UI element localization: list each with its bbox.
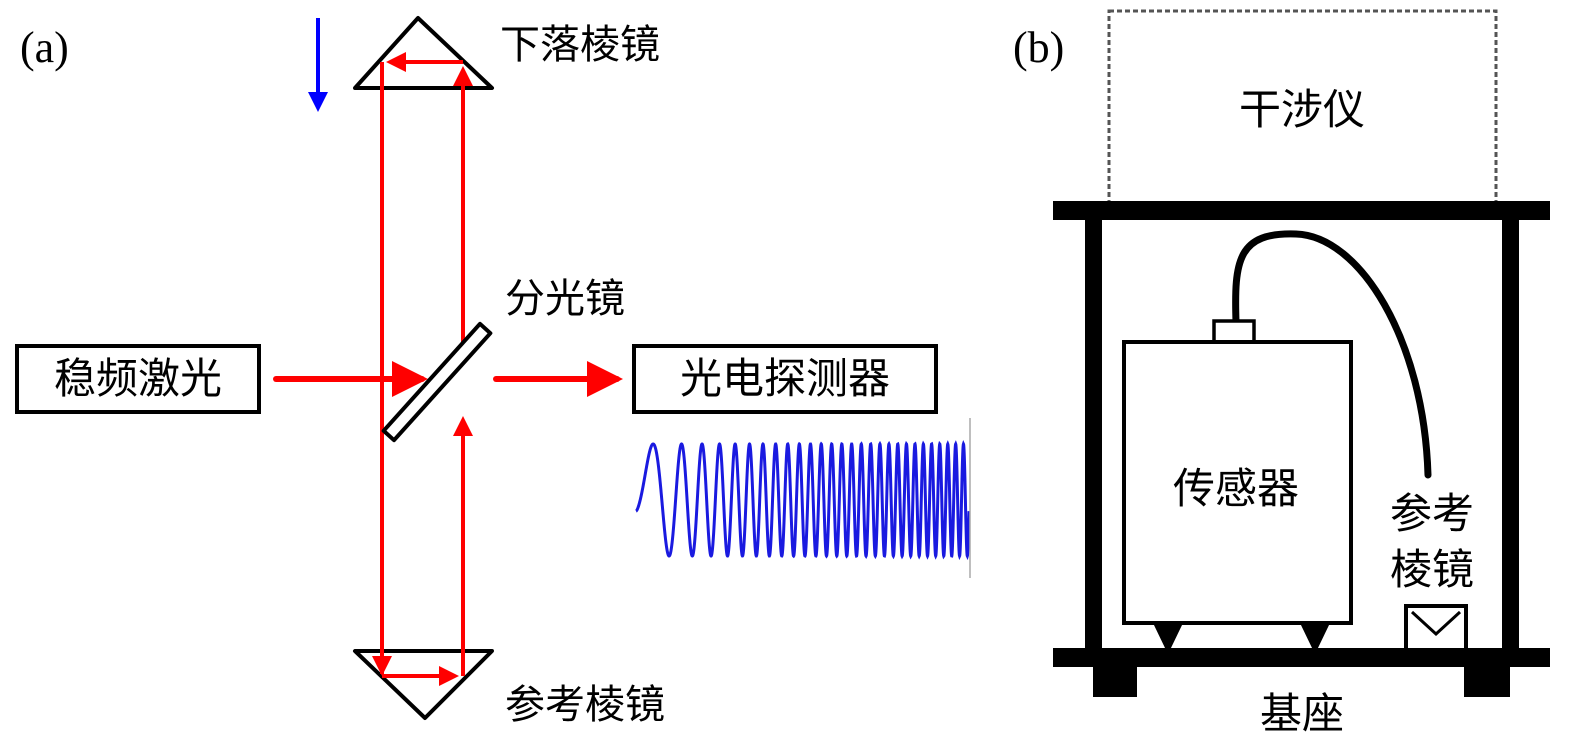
photodetector-label: 光电探测器 [680,354,890,403]
sensor-foot-right [1300,623,1330,650]
frame-right-post [1502,218,1519,656]
beam-splitter-shape [381,321,493,443]
reference-prism-box [1404,604,1468,652]
photodetector-box [632,344,938,414]
panel-a: (a) 下落棱镜 参考棱镜 [15,16,971,728]
reference-prism-label: 参考棱镜 [505,682,665,728]
frame-left-post [1085,218,1102,656]
sensor-label: 传感器 [1173,464,1299,513]
reference-prism-label-line1: 参考 [1390,489,1474,538]
frame-base-beam [1053,648,1550,667]
falling-prism-label: 下落棱镜 [500,22,660,68]
sensor-box [1122,340,1353,625]
base-label: 基座 [1260,689,1344,738]
reference-prism-mark [1410,610,1462,637]
fringe-signal-wave [635,439,971,561]
frame-top-beam [1053,201,1550,220]
beam-splitter-label: 分光镜 [505,276,625,322]
beam-paths [273,52,623,686]
panel-a-label: (a) [20,23,69,72]
interferometer-box [1107,9,1498,207]
laser-box [15,344,261,414]
fringe-signal [635,418,971,578]
base-foot-right [1464,665,1510,697]
sensor-cable [1232,230,1432,479]
panel-b: (b) 干涉仪 基座 传感器 参考 棱镜 [1013,9,1550,738]
panel-b-label: (b) [1013,23,1064,72]
sensor-foot-left [1153,623,1183,650]
reference-prism-label-line2: 棱镜 [1390,545,1474,594]
falling-prism-shape [353,16,494,90]
reference-prism-shape [353,649,494,720]
base-foot-left [1093,665,1137,697]
laser-label: 稳频激光 [54,354,222,403]
interferometer-label: 干涉仪 [1239,85,1365,134]
